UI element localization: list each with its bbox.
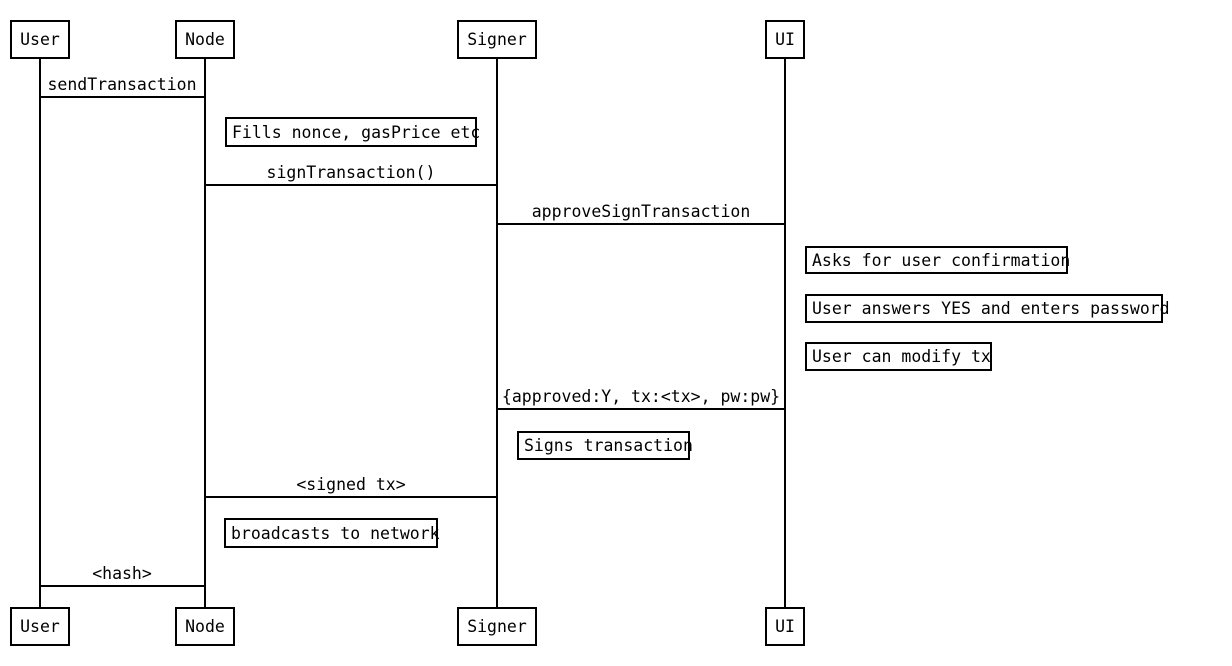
actor-ui-top: UI: [765, 20, 805, 59]
note-fills-nonce-label: Fills nonce, gasPrice etc: [232, 122, 481, 142]
note-user-answers-yes-label: User answers YES and enters password: [812, 299, 1170, 318]
actor-ui-label-bottom: UI: [775, 617, 795, 636]
lifeline-ui: [784, 59, 786, 607]
message-sendtransaction-label: sendTransaction: [45, 75, 199, 95]
message-approved-payload-label: {approved:Y, tx:<tx>, pw:pw}: [499, 387, 783, 407]
actor-node-top: Node: [175, 20, 235, 59]
note-asks-confirmation: Asks for user confirmation: [805, 246, 1071, 274]
actor-node-label-bottom: Node: [185, 617, 225, 636]
message-approvesigntransaction-line: [496, 223, 786, 225]
message-sendtransaction-line: [39, 96, 206, 98]
actor-signer-bottom: Signer: [457, 607, 537, 646]
note-user-can-modify: User can modify tx: [805, 342, 992, 371]
note-user-answers-yes: User answers YES and enters password: [805, 294, 1170, 323]
lifeline-signer: [496, 59, 498, 607]
actor-node-label: Node: [185, 30, 225, 49]
note-signs-transaction: Signs transaction: [517, 431, 693, 460]
actor-ui-label: UI: [775, 30, 795, 49]
note-signs-transaction-label: Signs transaction: [524, 436, 693, 455]
message-signtransaction-line: [204, 184, 498, 186]
lifeline-user: [39, 59, 41, 607]
actor-ui-bottom: UI: [765, 607, 805, 646]
message-hash-line: [39, 585, 206, 587]
message-hash-label: <hash>: [90, 564, 154, 584]
message-approved-payload-line: [496, 408, 786, 410]
note-broadcasts-label: broadcasts to network: [231, 523, 440, 543]
note-asks-confirmation-label: Asks for user confirmation: [812, 250, 1071, 270]
actor-signer-label: Signer: [467, 30, 527, 49]
actor-signer-top: Signer: [457, 20, 537, 59]
actor-user-top: User: [10, 20, 70, 59]
message-signed-tx-line: [204, 496, 498, 498]
actor-user-label-bottom: User: [20, 617, 60, 636]
actor-user-bottom: User: [10, 607, 70, 646]
note-broadcasts: broadcasts to network: [224, 518, 440, 548]
actor-signer-label-bottom: Signer: [467, 617, 527, 636]
lifeline-node: [204, 59, 206, 607]
note-user-can-modify-label: User can modify tx: [812, 347, 991, 366]
actor-user-label: User: [20, 30, 60, 49]
note-fills-nonce: Fills nonce, gasPrice etc: [225, 117, 481, 147]
message-approvesigntransaction-label: approveSignTransaction: [529, 202, 753, 222]
actor-node-bottom: Node: [175, 607, 235, 646]
message-signed-tx-label: <signed tx>: [294, 475, 408, 495]
message-signtransaction-label: signTransaction(): [264, 163, 438, 183]
